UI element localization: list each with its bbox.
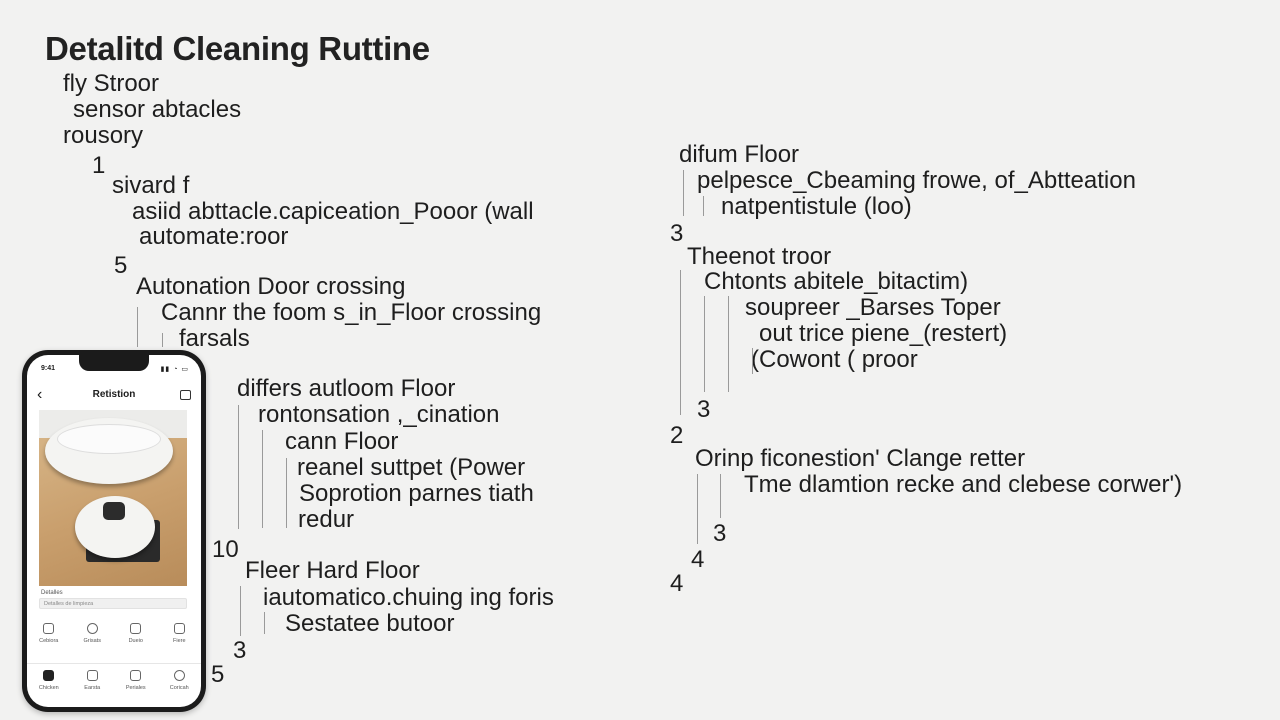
calendar-icon — [43, 623, 55, 634]
photo-caption: Detalles — [41, 590, 63, 596]
indent-guide — [728, 296, 729, 392]
robot-vacuum-top — [45, 418, 173, 484]
home-outline-icon — [173, 623, 185, 634]
step-line: natpentistule (loo) — [721, 193, 912, 220]
step-line: cann Floor — [285, 428, 399, 455]
indent-guide — [703, 196, 704, 216]
tab-label: Earsta — [84, 685, 101, 691]
indent-guide — [704, 296, 705, 392]
status-icons: ▮▮ ◔ ▭ — [160, 366, 189, 373]
step-line: fly Stroor — [63, 70, 160, 97]
grid-icon — [86, 670, 98, 681]
step-line: Cannr the foom s_in_Floor crossing — [161, 299, 542, 326]
lidar-turret — [103, 502, 125, 520]
step-line: asiid abttacle.capiceation_Pooor (wall — [132, 198, 534, 225]
profile-icon — [173, 670, 185, 681]
tab-home[interactable]: Chicken — [30, 670, 68, 707]
tab-label: Periales — [125, 685, 146, 691]
step-number: 5 — [211, 661, 225, 688]
quick-action-label: Grisats — [83, 638, 101, 644]
step-line: Soprotion parnes tiath — [299, 480, 534, 507]
step-number: 3 — [233, 637, 247, 664]
step-line: out trice piene_(restert) — [759, 320, 1008, 347]
robot-vacuum-photo — [39, 410, 187, 586]
map-icon — [130, 623, 142, 634]
step-line: iautomatico.chuing ing foris — [263, 584, 554, 611]
indent-guide — [752, 348, 753, 374]
step-line: sensor abtacles — [73, 96, 242, 123]
step-number: 2 — [670, 422, 684, 449]
step-number: 10 — [212, 536, 239, 563]
status-time: 9:41 — [41, 365, 56, 372]
quick-action[interactable]: Grisats — [73, 623, 111, 655]
step-line: differs autloom Floor — [237, 375, 456, 402]
quick-actions: Cebiora Grisats Dueio Fiere — [27, 623, 201, 655]
caption-field[interactable]: Detalles de limpieza — [39, 598, 187, 609]
quick-action-label: Dueio — [128, 638, 143, 644]
step-line: redur — [298, 506, 355, 533]
indent-guide — [683, 170, 684, 216]
step-number: 5 — [114, 252, 128, 279]
quick-action[interactable]: Fiere — [160, 623, 198, 655]
indent-guide — [286, 458, 287, 528]
step-line: soupreer _Barses Toper — [745, 294, 1001, 321]
page-title: Detalitd Cleaning Ruttine — [45, 30, 430, 67]
tab-label: Chicken — [38, 685, 59, 691]
tab-profile[interactable]: Coricah — [160, 670, 198, 707]
step-number: 4 — [670, 570, 684, 597]
step-line: Fleer Hard Floor — [245, 557, 420, 584]
step-line: farsals — [179, 325, 250, 352]
step-number: 3 — [697, 396, 711, 423]
step-line: (Cowont ( proor — [751, 346, 918, 373]
tab-bar: Chicken Earsta Periales Coricah — [27, 663, 201, 707]
quick-action-label: Cebiora — [39, 638, 59, 644]
step-line: Autonation Door crossing — [136, 273, 406, 300]
step-line: rousory — [63, 122, 144, 149]
tab-rooms[interactable]: Periales — [117, 670, 155, 707]
app-title: Retistion — [92, 389, 136, 400]
step-number: 3 — [713, 520, 727, 547]
step-line: rontonsation ,_cination — [258, 401, 500, 428]
step-number: 4 — [691, 546, 705, 573]
phone-mockup: 9:41 ▮▮ ◔ ▭ ‹ Retistion Detalles Detalle… — [22, 350, 206, 712]
home-icon — [43, 670, 55, 681]
quick-action-label: Fiere — [172, 638, 186, 644]
phone-screen: 9:41 ▮▮ ◔ ▭ ‹ Retistion Detalles Detalle… — [27, 355, 201, 707]
app-header: ‹ Retistion — [27, 383, 201, 407]
phone-notch — [79, 355, 149, 371]
indent-guide — [264, 612, 265, 634]
step-line: Orinp ficonestion' Clange retter — [695, 445, 1026, 472]
indent-guide — [720, 474, 721, 518]
rooms-icon — [130, 670, 142, 681]
indent-guide — [697, 474, 698, 544]
step-number: 3 — [670, 220, 684, 247]
robot-vacuum-bottom — [75, 496, 155, 558]
indent-guide — [162, 333, 163, 347]
indent-guide — [240, 586, 241, 636]
indent-guide — [680, 270, 681, 415]
step-number: 1 — [92, 152, 106, 179]
share-icon[interactable] — [180, 390, 191, 400]
chevron-left-icon[interactable]: ‹ — [37, 386, 43, 403]
step-line: Chtonts abitele_bitactim) — [704, 268, 969, 295]
quick-action[interactable]: Dueio — [117, 623, 155, 655]
step-line: Sestatee butoor — [285, 610, 455, 637]
indent-guide — [137, 307, 138, 347]
tab-label: Coricah — [169, 685, 189, 691]
robot-icon — [86, 623, 98, 634]
step-line: reanel suttpet (Power — [297, 454, 526, 481]
step-line: sivard f — [112, 172, 190, 199]
step-line: Theenot troor — [687, 243, 832, 270]
step-line: pelpesce_Cbeaming frowe, of_Abtteation — [697, 167, 1136, 194]
robot-lid — [57, 424, 161, 454]
indent-guide — [238, 405, 239, 529]
step-line: difum Floor — [679, 141, 800, 168]
tab-schedule[interactable]: Earsta — [73, 670, 111, 707]
step-line: automate:roor — [139, 223, 289, 250]
quick-action[interactable]: Cebiora — [30, 623, 68, 655]
step-line: Tme dlamtion recke and clebese corwer') — [744, 471, 1183, 498]
indent-guide — [262, 430, 263, 528]
